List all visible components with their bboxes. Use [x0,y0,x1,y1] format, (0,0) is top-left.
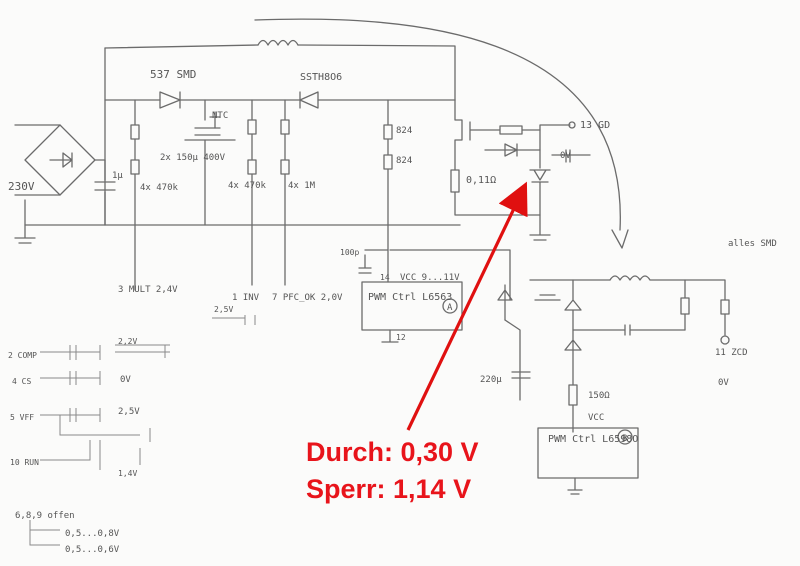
schematic-label: 537 SMD [150,68,196,81]
schematic-label: 0,5...0,6V [65,545,120,555]
schematic-label: 10 RUN [10,458,39,467]
main-bus [104,91,456,109]
schematic-label: 2 COMP [8,351,37,360]
component-labels: 537 SMD NTC SSTH8O6 824 824 13 GD 0V 230V 1µ 4x 4… [8,68,777,555]
schematic-label: 3 MULT 2,4V [118,285,178,295]
schematic-label: alles SMD [728,239,777,249]
input-capacitor [94,159,116,226]
schematic-label: 230V [8,180,35,193]
schematic-label: 4x 470k [140,183,179,193]
schematic-label: 0V [560,151,571,161]
schematic-label: A [447,303,453,313]
schematic-label: 824 [396,126,412,136]
schematic-label: 4x 470k [228,181,267,191]
schematic-label: 100p [340,248,359,257]
second-stage [497,275,730,495]
controller-a-wiring [358,224,511,343]
schematic-label: 14 [380,273,390,282]
resistor-columns [130,99,393,291]
schematic-label: 4 CS [12,377,31,386]
schematic-label: 2x 150µ 400V [160,153,226,163]
schematic-label: 7 PFC_OK 2,0V [272,293,343,303]
schematic-label: PWM Ctrl L6563 [368,292,452,303]
schematic-label: 0V [120,375,131,385]
sperr-label: Sperr: 1,14 V [306,474,471,504]
schematic-label: 12 [396,333,406,342]
schematic-label: 6,8,9 offen [15,511,75,521]
schematic-label: B [622,434,627,444]
schematic-label: 1 INV [232,293,260,303]
schematic-label: 5 VFF [10,413,34,422]
schematic-label: 11 ZCD [715,348,748,358]
schematic-label: 220µ [480,375,502,385]
top-rail [104,18,629,249]
schematic-label: 2,5V [118,407,140,417]
annotation-arrow [406,181,528,431]
pin-legend-lines [29,315,256,546]
schematic-label: 1µ [112,171,123,181]
schematic-label: 824 [396,156,412,166]
schematic-label: VCC 9...11V [400,273,460,283]
schematic-label: 150Ω [588,391,610,401]
schematic-label: VCC [588,413,604,423]
schematic-label: 13 GD [580,120,610,131]
schematic-label: 2,5V [214,305,233,314]
schematic-label: NTC [212,111,228,121]
schematic-label: PWM Ctrl L6598O [548,434,638,445]
schematic-label: 4x 1M [288,181,316,191]
schematic-label: 0,11Ω [466,175,496,186]
durch-label: Durch: 0,30 V [306,437,479,467]
power-switch [450,99,591,241]
schematic-label: SSTH8O6 [300,72,342,83]
schematic-label: 0,5...0,8V [65,529,120,539]
schematic-label: 2,2V [118,337,137,346]
schematic-label: 0V [718,378,729,388]
schematic-label: 1,4V [118,469,137,478]
